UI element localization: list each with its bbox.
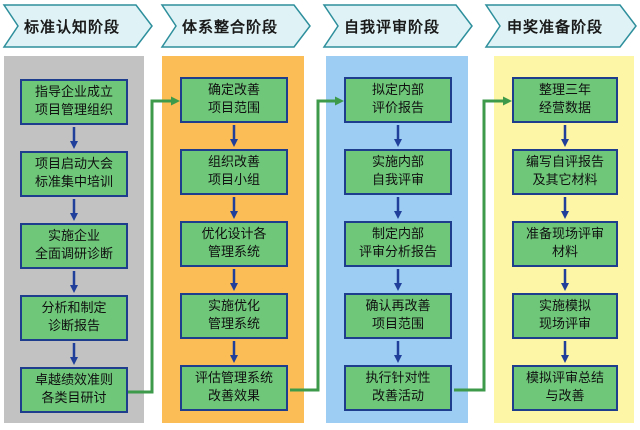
stage-3-step-4: 确认再改善 项目范围 <box>344 293 452 339</box>
connector-stage-2-to-3 <box>290 96 344 392</box>
stage-2-step-4: 实施优化 管理系统 <box>180 293 288 339</box>
stage-3-header: 自我评审阶段 <box>322 0 474 52</box>
stage-4-header-shape <box>484 4 637 48</box>
stage-4-step-1: 整理三年 经营数据 <box>512 77 618 123</box>
stage-2-step-3: 优化设计各 管理系统 <box>180 221 288 267</box>
stage-2-header-shape <box>160 4 311 48</box>
stage-3-header-shape <box>322 4 473 48</box>
stage-2-step-2: 组织改善 项目小组 <box>180 149 288 195</box>
stage-3-step-3: 制定内部 评审分析报告 <box>344 221 452 267</box>
stage-1-title: 标准认知阶段 <box>23 17 120 36</box>
stage-1-step-4: 分析和制定 诊断报告 <box>20 295 128 341</box>
connector-stage-3-to-4 <box>454 96 512 392</box>
stage-1-step-3: 实施企业 全面调研诊断 <box>20 223 128 269</box>
connector-stage-1-to-2 <box>128 96 180 394</box>
stage-2-title: 体系整合阶段 <box>181 17 278 36</box>
stage-1-step-1: 指导企业成立 项目管理组织 <box>20 79 128 125</box>
stage-1-step-2: 项目启动大会 标准集中培训 <box>20 151 128 197</box>
stage-1-header: 标准认知阶段 <box>2 0 154 52</box>
stage-2-step-5: 评估管理系统 改善效果 <box>180 365 288 411</box>
stage-2-step-1: 确定改善 项目范围 <box>180 77 288 123</box>
stage-1-step-5: 卓越绩效准则 各类目研讨 <box>20 367 128 413</box>
stage-4-step-5: 模拟评审总结 与改善 <box>512 365 618 411</box>
stage-4-step-3: 准备现场评审 材料 <box>512 221 618 267</box>
stage-4-step-2: 编写自评报告 及其它材料 <box>512 149 618 195</box>
stage-4-step-4: 实施模拟 现场评审 <box>512 293 618 339</box>
stage-1-header-shape <box>2 4 153 48</box>
stage-2-header: 体系整合阶段 <box>160 0 312 52</box>
stage-3-step-5: 执行针对性 改善活动 <box>344 365 452 411</box>
stage-3-title: 自我评审阶段 <box>343 17 440 36</box>
stage-3-step-2: 实施内部 自我评审 <box>344 149 452 195</box>
stage-4-header: 申奖准备阶段 <box>484 0 638 52</box>
stage-3-step-1: 拟定内部 评价报告 <box>344 77 452 123</box>
stage-4-title: 申奖准备阶段 <box>506 17 603 36</box>
